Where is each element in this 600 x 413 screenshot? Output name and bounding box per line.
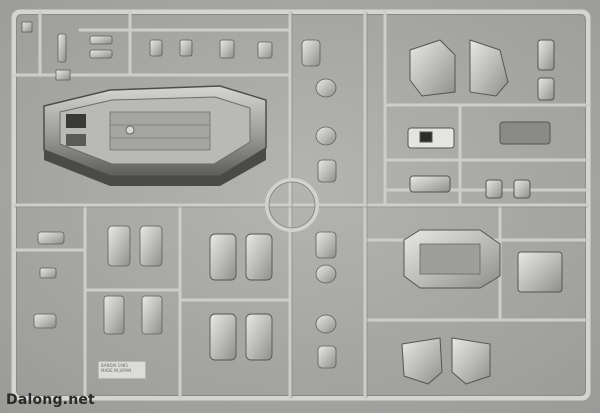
runner-ring (265, 178, 319, 232)
tag-line-1: BANDAI 1983 (101, 363, 128, 368)
armor-panels-upper (407, 39, 555, 199)
runners (12, 10, 590, 400)
column-parts (301, 39, 337, 369)
watermark: Dalong.net (6, 392, 95, 408)
parts-lower-right (401, 229, 563, 385)
parts-lower-left (33, 225, 163, 335)
small-parts-top (21, 21, 273, 81)
hull-part (43, 85, 267, 186)
parts-lower-middle (209, 233, 273, 361)
tag-line-2: MADE IN JAPAN (101, 368, 132, 373)
kit-info-tag: BANDAI 1983 MADE IN JAPAN (98, 361, 146, 379)
